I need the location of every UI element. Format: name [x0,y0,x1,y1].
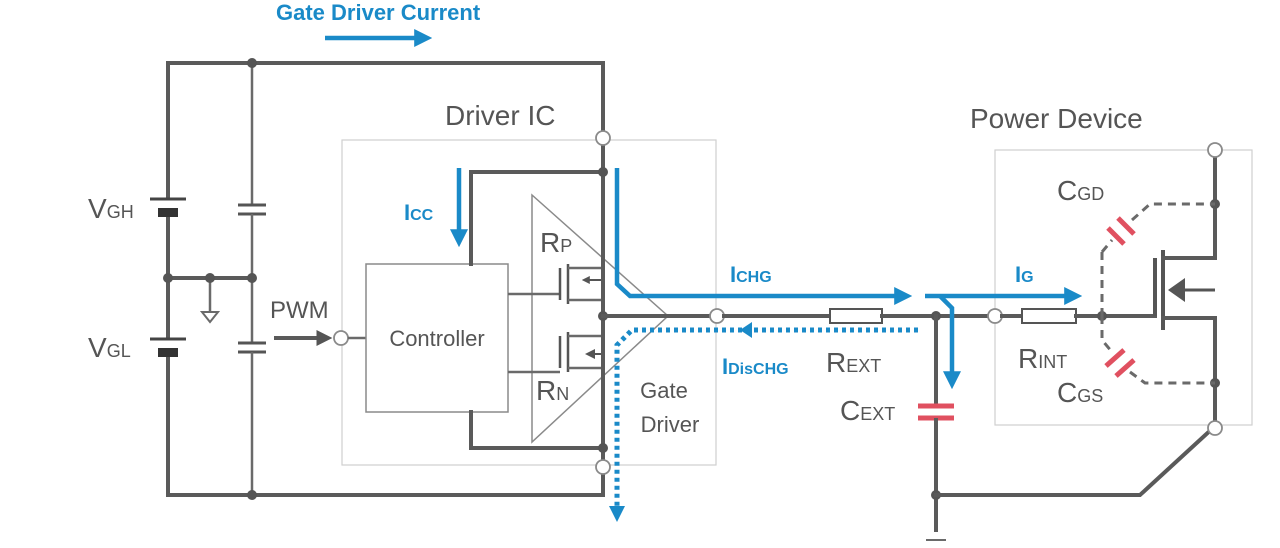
vgl-label: VGL [88,332,131,363]
nmos-arrow [585,349,595,359]
cext-current-arrow [938,294,961,390]
bottom-rail-wire [166,465,605,497]
cgd-label: CGD [1057,175,1104,206]
idischg-path [614,327,918,510]
ic-out-pin [709,308,725,324]
controller-vss-wire [469,410,605,450]
mosfet-source-wire [1161,316,1217,430]
source-return-wire [934,425,1216,497]
cext-label: CEXT [840,395,895,426]
cgs-label: CGS [1057,377,1103,408]
power-device-boundary [994,149,1253,426]
mosfet-body-arrow [1168,278,1185,302]
driver-ic-label: Driver IC [445,100,555,131]
controller-block [365,263,509,413]
junction-dot [205,273,215,283]
cgd-plate-a [1106,226,1126,246]
icc-label: ICC [404,200,434,225]
gate-driver-label-line1: Gate [640,378,688,403]
cgs-lower-wire [1129,370,1215,385]
controller-vdd-wire [469,170,605,266]
cgs-plate-a [1104,348,1126,368]
idischg-label: IDisCHG [722,354,789,379]
mid-ground-icon [199,311,221,324]
rp-label: RP [540,227,572,258]
junction-dot [598,167,608,177]
junction-dot [247,58,257,68]
top-rail-wire [166,61,605,140]
device-gate-pin [987,308,1003,324]
device-source-pin [1207,420,1223,436]
junction-dot [247,490,257,500]
cgs-upper-wire [1100,316,1114,353]
pwm-label: PWM [270,297,329,324]
vgh-plate-short [158,208,178,217]
rint-label: RINT [1018,343,1067,374]
rext-label: REXT [826,347,881,378]
ic-vdd-pin [595,130,611,146]
idischg-arrow-head [740,322,752,338]
ic-vss-pin [595,459,611,475]
cgd-upper-wire [1131,202,1215,222]
controller-label: Controller [389,326,484,351]
junction-dot [598,443,608,453]
device-drain-pin [1207,142,1223,158]
ig-label: IG [1015,262,1034,287]
legend-gate-driver-current: Gate Driver Current [276,0,481,25]
cgd-plate-b [1116,216,1136,236]
rint-resistor [1021,308,1077,324]
power-device-label: Power Device [970,103,1143,134]
idischg-arrow-tail [609,506,625,522]
junction-dot [163,273,173,283]
rn-label: RN [536,375,569,406]
ichg-label: ICHG [730,262,772,287]
mosfet-drain-wire [1161,148,1217,260]
junction-dot [247,273,257,283]
vgl-plate-short [158,348,178,357]
gate-driver-label-line2: Driver [641,412,700,437]
cgs-plate-b [1114,358,1136,378]
driver-ic-boundary [341,139,717,466]
cgd-lead [1100,239,1114,253]
rext-resistor [829,308,883,324]
pwm-pin [333,330,349,346]
ichg-arrow [614,168,913,305]
vgh-label: VGH [88,193,134,224]
